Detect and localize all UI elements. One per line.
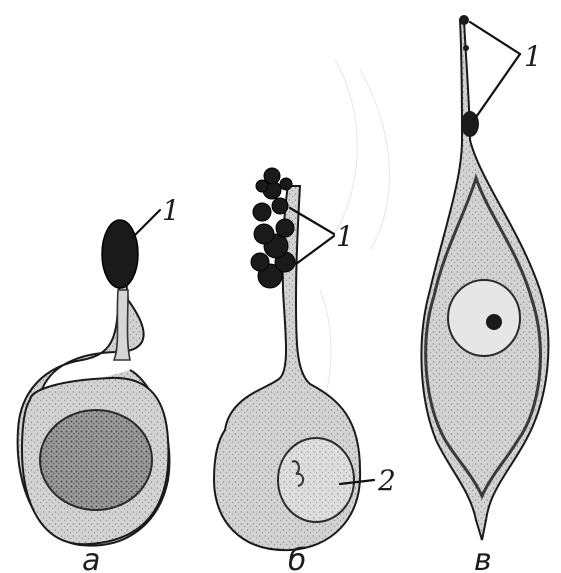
label-granule-c: 1 — [524, 40, 542, 73]
nucleus-c — [448, 280, 520, 356]
panel-caption-c: в — [474, 543, 492, 573]
secretory-granule-cluster-b — [251, 168, 295, 288]
secretory-granule-c1 — [459, 15, 469, 25]
secretory-granule-c2 — [463, 45, 469, 51]
label-nucleus-b: 2 — [377, 464, 396, 497]
nucleolus-c — [486, 314, 502, 330]
label-granule-a: 1 — [162, 194, 180, 227]
cell-a — [18, 220, 170, 546]
secretory-granule-a — [102, 220, 138, 288]
nucleus-a — [40, 410, 152, 510]
panel-caption-a: а — [82, 543, 100, 573]
panel-caption-b: б — [288, 543, 307, 573]
label-granule-b: 1 — [336, 220, 354, 253]
nucleus-b — [278, 438, 354, 522]
cell-c — [421, 15, 548, 540]
